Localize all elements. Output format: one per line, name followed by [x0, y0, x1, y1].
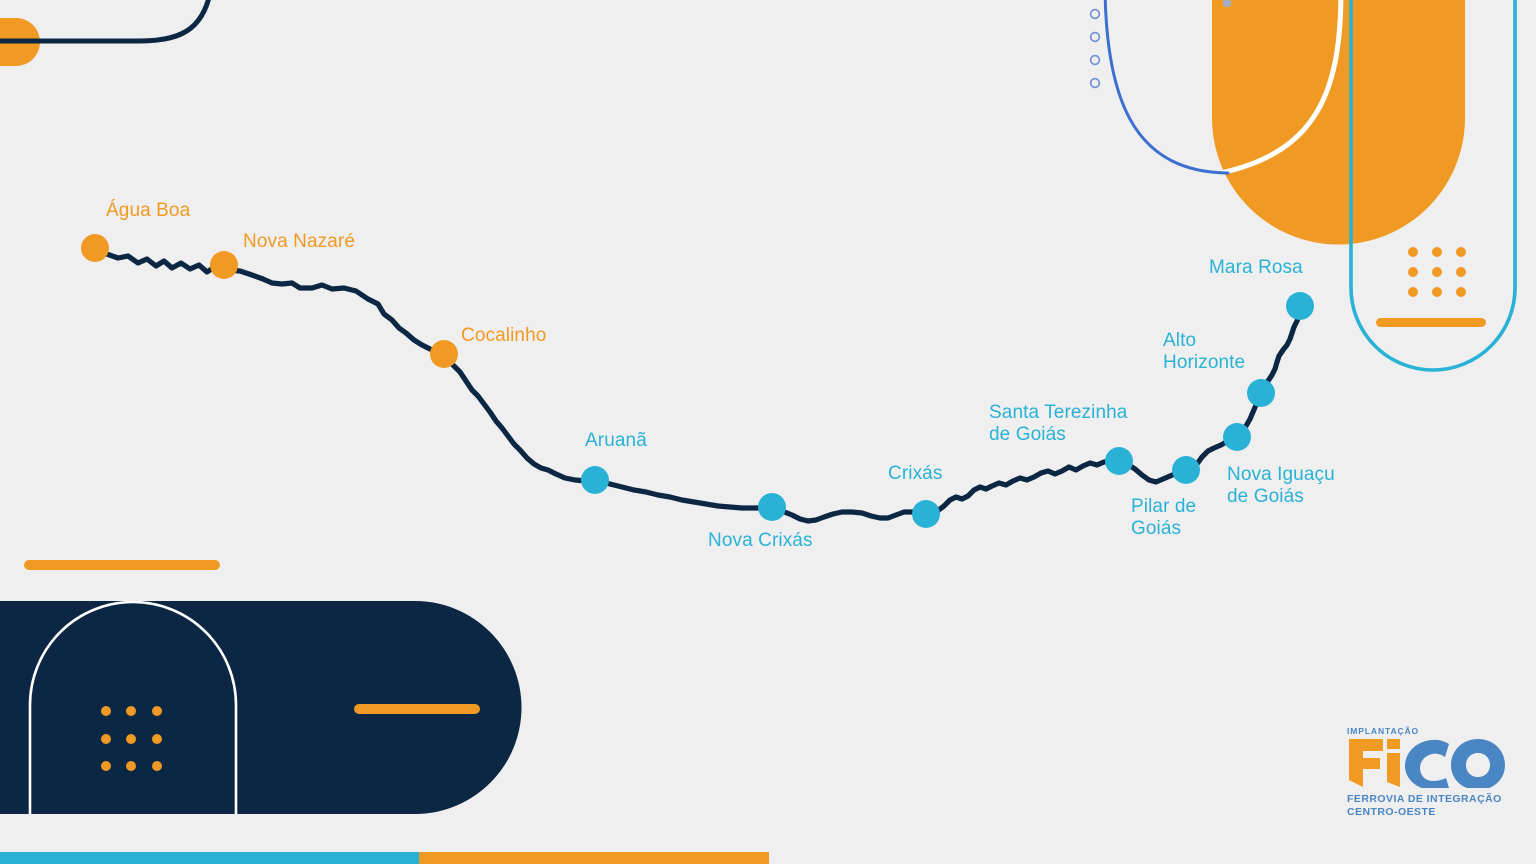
logo-letter-o: [1451, 739, 1505, 790]
logo-letter-f: [1349, 739, 1383, 787]
logo-implantacao-text: IMPLANTAÇÃO: [1347, 726, 1420, 736]
bottom-left-orange-bar-inner: [354, 704, 480, 714]
logo-letter-c: [1405, 739, 1449, 791]
bottom-left-navy-panel: [0, 601, 522, 814]
station-dot[interactable]: [1247, 379, 1275, 407]
logo-tagline: FERROVIA DE INTEGRAÇÃO CENTRO-OESTE: [1347, 793, 1507, 820]
station-dot[interactable]: [1286, 292, 1314, 320]
bottom-left-white-arch: [28, 601, 238, 814]
station-dot[interactable]: [1105, 447, 1133, 475]
station-dot[interactable]: [81, 234, 109, 262]
station-dot[interactable]: [210, 251, 238, 279]
station-label: Nova Nazaré: [243, 231, 355, 252]
logo-tagline-line1: FERROVIA DE INTEGRAÇÃO: [1347, 793, 1502, 805]
station-dots-group: [81, 234, 1314, 528]
station-dot[interactable]: [581, 466, 609, 494]
logo-letter-i-dot: [1387, 739, 1400, 749]
bottom-strip-orange: [419, 852, 769, 864]
station-dot[interactable]: [430, 340, 458, 368]
station-label: Mara Rosa: [1209, 257, 1303, 278]
logo-letter-i: [1387, 753, 1400, 787]
top-right-orange-u-shape: [1212, 0, 1465, 245]
station-dot[interactable]: [912, 500, 940, 528]
logo-tagline-line2: CENTRO-OESTE: [1347, 806, 1436, 819]
top-right-white-arc: [1222, 0, 1344, 175]
bottom-strip-cyan: [0, 852, 419, 864]
top-right-orange-bar: [1376, 318, 1486, 327]
top-right-blue-arc: [1103, 0, 1230, 175]
small-gray-dot: [1222, 0, 1232, 8]
top-right-cyan-u-outline: [1349, 0, 1517, 372]
station-dot[interactable]: [758, 493, 786, 521]
station-label: Nova Crixás: [708, 530, 813, 551]
station-label: Aruanã: [585, 430, 647, 451]
top-right-dot-grid: [1408, 247, 1466, 297]
blue-ring-dots: [1089, 8, 1101, 89]
station-label: Pilar de Goiás: [1131, 496, 1197, 540]
station-dot[interactable]: [1172, 456, 1200, 484]
station-label: Alto Horizonte: [1163, 330, 1246, 374]
top-left-navy-curve: [0, 0, 211, 44]
station-label: Santa Terezinha de Goiás: [989, 402, 1128, 446]
logo-wordmark: [1347, 738, 1507, 791]
station-label: Nova Iguaçu de Goiás: [1227, 464, 1335, 508]
bottom-left-dot-grid: [101, 706, 162, 771]
station-label: Água Boa: [106, 200, 191, 221]
station-dot[interactable]: [1223, 423, 1251, 451]
bottom-left-orange-bar-top: [24, 560, 220, 570]
fico-logo: IMPLANTAÇÃO FERROVIA DE INTEGRAÇÃO CENTR…: [1347, 726, 1507, 824]
station-label: Crixás: [888, 463, 943, 484]
logo-wordmark-svg: [1349, 739, 1505, 791]
station-label: Cocalinho: [461, 325, 547, 346]
railway-route-line: [101, 250, 1304, 524]
